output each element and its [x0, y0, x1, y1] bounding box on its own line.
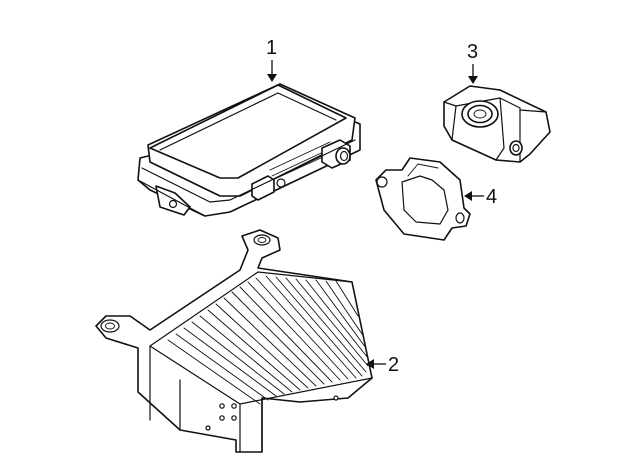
callout-4: 4	[464, 186, 497, 208]
callout-1: 1	[266, 37, 277, 82]
part-1-control-module	[137, 83, 361, 217]
callout-3: 3	[467, 41, 478, 84]
callout-1-label: 1	[266, 37, 277, 59]
part-3-camera	[443, 85, 551, 163]
callout-3-arrowhead	[468, 76, 478, 84]
callout-2: 2	[366, 354, 399, 376]
callout-3-label: 3	[467, 41, 478, 63]
callout-4-arrowhead	[464, 191, 472, 201]
callout-1-arrowhead	[267, 74, 277, 82]
callout-2-label: 2	[388, 354, 399, 376]
callout-2-arrowhead	[366, 359, 374, 369]
callout-4-label: 4	[486, 186, 497, 208]
part-4-camera-bracket	[375, 157, 471, 241]
part-2-mounting-bracket	[95, 229, 373, 453]
